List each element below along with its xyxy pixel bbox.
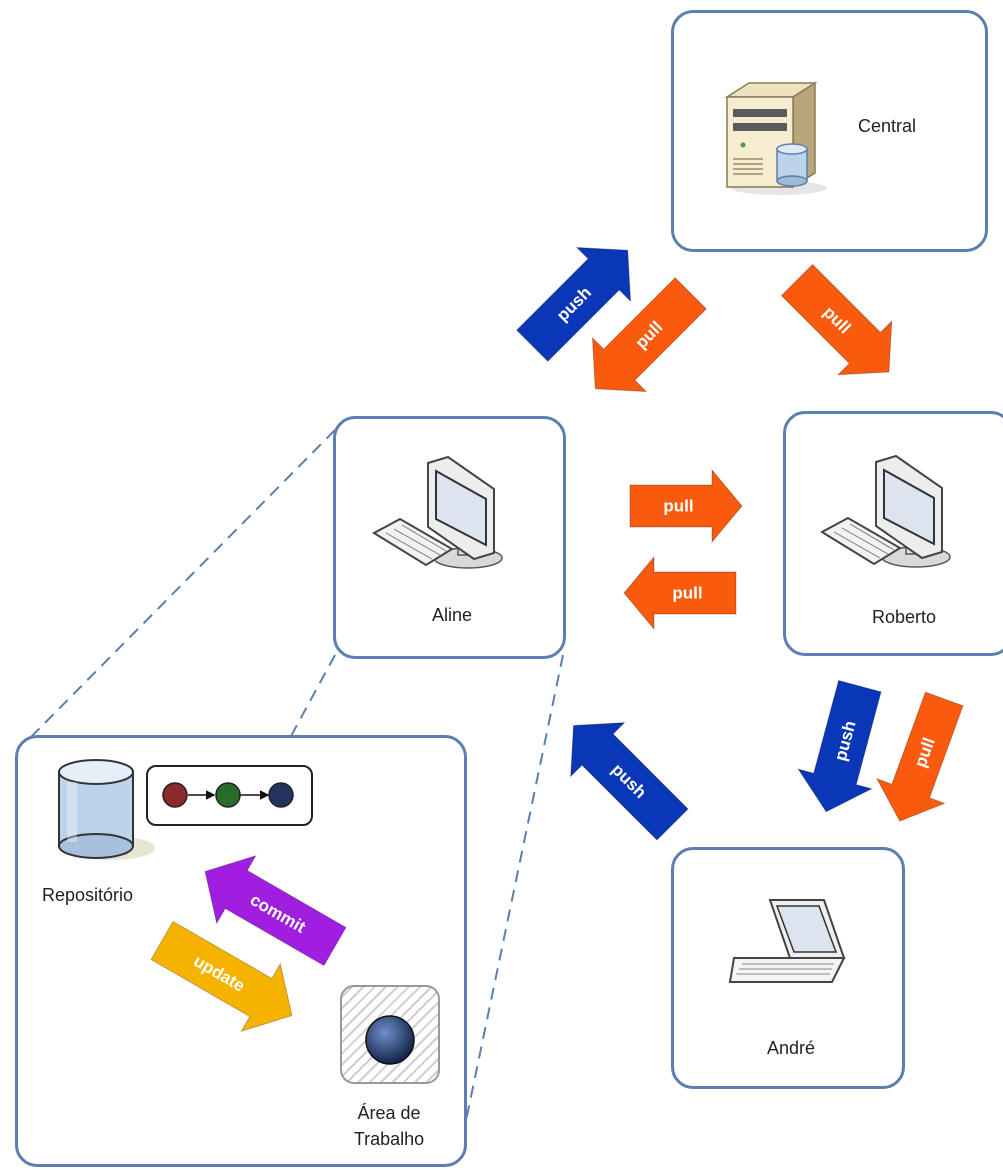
arrow-pull-aline-roberto-shape [629, 468, 743, 544]
working-copy-icon [365, 1015, 415, 1065]
commit-history-graph [162, 782, 294, 808]
node-roberto: Roberto [783, 411, 1003, 656]
arrow-commit-shape [204, 854, 347, 967]
desktop-computer-icon [819, 454, 951, 568]
node-roberto-label: Roberto [871, 607, 937, 627]
workspace-label-line2: Trabalho [353, 1129, 425, 1149]
desktop-computer-icon [371, 455, 503, 569]
arrow-pull-central-roberto-shape [780, 263, 893, 376]
node-andre: André [671, 847, 905, 1089]
arrow-pull-central-aline-shape [591, 277, 707, 393]
workspace-box [340, 985, 440, 1084]
arrow-pull-roberto-aline: pull [623, 555, 737, 631]
zoom-line-middle [289, 654, 336, 739]
arrow-update-shape [150, 920, 293, 1033]
zoom-line-left [29, 429, 336, 739]
zoom-line-right [462, 654, 564, 1136]
commit-node [215, 782, 241, 808]
commit-node [162, 782, 188, 808]
arrow-push-andre-aline: push [570, 722, 689, 841]
laptop-icon [728, 899, 846, 983]
arrow-push-aline-central-shape [516, 246, 632, 362]
detail-panel: Repositório [15, 735, 467, 1167]
arrow-update: update [150, 920, 293, 1033]
arrow-push-andre-aline-shape [570, 722, 689, 841]
arrow-pull-central-aline: pull [591, 277, 707, 393]
arrow-push-roberto-andre: push [797, 679, 882, 813]
node-aline-label: Aline [431, 605, 473, 625]
commit-history [146, 765, 313, 826]
arrow-push-roberto-andre-shape [797, 679, 882, 813]
repository-label: Repositório [42, 885, 134, 905]
repository-icon [58, 759, 155, 860]
commit-node [268, 782, 294, 808]
arrow-pull-roberto-andre: pull [875, 691, 964, 822]
arrow-pull-roberto-andre-shape [875, 691, 964, 822]
node-central: Central [671, 10, 988, 252]
node-central-label: Central [858, 116, 917, 136]
arrow-pull-roberto-aline-shape [623, 555, 737, 631]
arrow-pull-roberto-aline-label: pull [672, 584, 702, 603]
arrow-push-aline-central: push [516, 246, 632, 362]
arrow-pull-central-roberto: pull [780, 263, 893, 376]
node-andre-label: André [766, 1038, 816, 1058]
arrow-pull-aline-roberto: pull [629, 468, 743, 544]
arrow-pull-aline-roberto-label: pull [663, 497, 693, 516]
node-aline: Aline [333, 416, 566, 659]
server-icon [724, 81, 827, 195]
workspace-label-line1: Área de [357, 1103, 421, 1123]
